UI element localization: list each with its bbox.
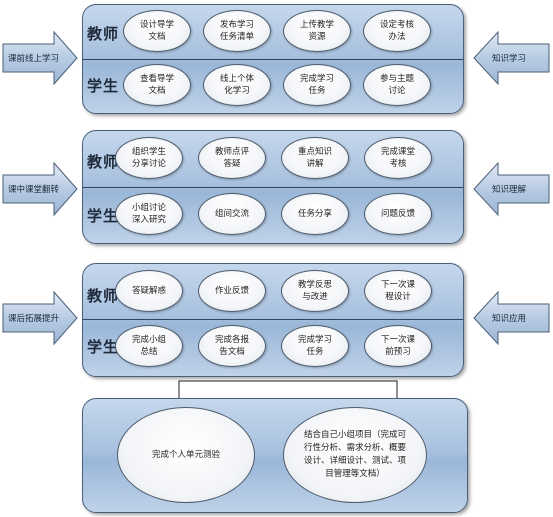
right-arrow-icon [2, 30, 78, 86]
goal-label-understanding: 知识理解 [492, 185, 527, 195]
phase-panel-in-class: 教师 学生 组织学生 分享讨论 教师点评 答疑 重点知识 讲解 完成课堂 考核 … [82, 130, 464, 244]
student-task-3: 任务分享 [281, 193, 349, 235]
teacher-task-4: 完成课堂 考核 [364, 137, 432, 179]
student-task-1: 查看导学 文档 [123, 64, 191, 106]
teacher-task-3: 上传教学 资源 [283, 10, 351, 52]
phase-panel-post-class: 教师 学生 答疑解惑 作业反馈 教学反思 与改进 下一次课 程设计 完成小组 总… [82, 263, 464, 377]
goal-label-learning: 知识学习 [492, 54, 527, 64]
student-task-3: 完成学习 任务 [283, 64, 351, 106]
group-project-oval: 结合自己小组项目（完成可行性分析、需求分析、概要设计、详细设计、测试、项目管理等… [283, 407, 427, 503]
left-arrow-icon [473, 30, 550, 86]
phase-label-pre-class: 课前线上学习 [8, 54, 60, 64]
teacher-task-3: 重点知识 讲解 [281, 137, 349, 179]
phase-label-post-class: 课后拓展提升 [8, 314, 60, 324]
teacher-task-4: 下一次课 程设计 [364, 270, 432, 312]
role-label-student: 学生 [87, 77, 120, 95]
panel-divider [83, 319, 463, 320]
student-task-2: 完成各报 告文档 [198, 325, 266, 367]
unit-test-oval: 完成个人单元测验 [117, 407, 255, 503]
teacher-task-1: 组织学生 分享讨论 [115, 137, 183, 179]
student-task-3: 完成学习 任务 [281, 325, 349, 367]
role-label-teacher: 教师 [87, 25, 120, 43]
right-arrow-knowledge-learning: 知识学习 [472, 30, 550, 86]
teacher-task-2: 发布学习 任务清单 [203, 10, 271, 52]
student-task-1: 完成小组 总结 [115, 325, 183, 367]
teacher-task-4: 设定考核 办法 [363, 10, 431, 52]
right-arrow-knowledge-application: 知识应用 [472, 290, 550, 346]
right-arrow-icon [2, 290, 78, 346]
left-arrow-icon [473, 290, 550, 346]
phase-panel-pre-class: 教师 学生 设计导学 文档 发布学习 任务清单 上传教学 资源 设定考核 办法 … [82, 4, 464, 114]
assessment-panel: 完成个人单元测验 结合自己小组项目（完成可行性分析、需求分析、概要设计、详细设计… [82, 398, 468, 513]
student-task-4: 问题反馈 [364, 193, 432, 235]
phase-label-in-class: 课中课堂翻转 [8, 185, 60, 195]
student-task-4: 下一次课 前预习 [364, 325, 432, 367]
teacher-task-2: 教师点评 答疑 [198, 137, 266, 179]
role-label-teacher: 教师 [87, 153, 120, 171]
role-label-student: 学生 [87, 207, 120, 225]
teacher-task-3: 教学反思 与改进 [281, 270, 349, 312]
role-label-student: 学生 [87, 338, 120, 356]
student-task-4: 参与主题 讨论 [363, 64, 431, 106]
panel-divider [83, 59, 463, 60]
left-arrow-icon [473, 161, 550, 217]
teacher-task-1: 答疑解惑 [115, 270, 183, 312]
left-arrow-pre-class: 课前线上学习 [2, 30, 78, 86]
left-arrow-post-class: 课后拓展提升 [2, 290, 78, 346]
role-label-teacher: 教师 [87, 287, 120, 305]
goal-label-application: 知识应用 [492, 314, 527, 324]
left-arrow-in-class: 课中课堂翻转 [2, 161, 78, 217]
right-arrow-knowledge-understanding: 知识理解 [472, 161, 550, 217]
teacher-task-1: 设计导学 文档 [123, 10, 191, 52]
student-task-1: 小组讨论 深入研究 [115, 193, 183, 235]
right-arrow-icon [2, 161, 78, 217]
panel-divider [83, 187, 463, 188]
student-task-2: 组间交流 [198, 193, 266, 235]
teacher-task-2: 作业反馈 [198, 270, 266, 312]
student-task-2: 线上个体 化学习 [203, 64, 271, 106]
